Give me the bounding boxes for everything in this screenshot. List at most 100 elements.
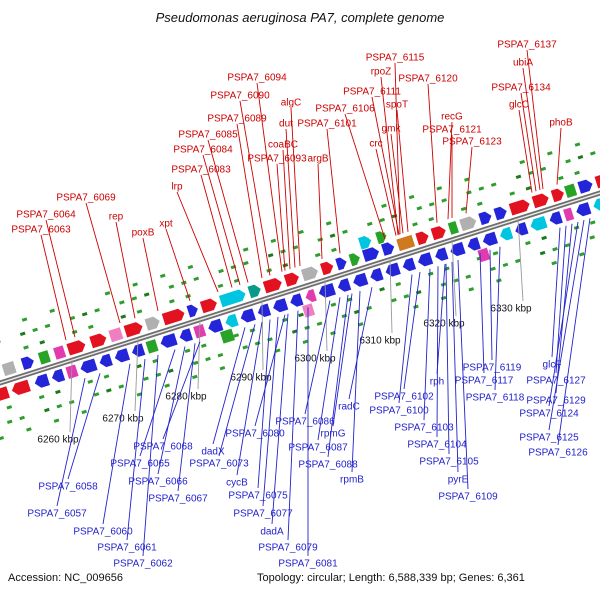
gene-arrow: [594, 174, 600, 189]
gene-label-bottom: pyrE: [448, 475, 469, 486]
gene-label-bottom: PSPA7_6104: [407, 440, 467, 451]
gene-leader-line-bottom: [494, 246, 501, 391]
gene-label-top: PSPA7_6106: [315, 104, 375, 115]
genome-marker-dot: [217, 352, 224, 358]
gene-leader-line-bottom: [317, 297, 341, 441]
gene-label-bottom: PSPA7_6127: [526, 376, 586, 387]
gene-arrow: [380, 242, 395, 256]
genome-marker-dot: [19, 331, 26, 336]
gene-leader-line-top: [465, 146, 473, 214]
genome-marker-dot: [316, 321, 323, 326]
gene-box: [564, 183, 578, 198]
genome-marker-dot: [6, 405, 13, 410]
genome-marker-dot: [26, 427, 32, 432]
genome-marker-dot: [131, 296, 138, 301]
genome-marker-dot: [444, 266, 450, 271]
gene-label-top: PSPA7_6115: [366, 53, 425, 64]
genome-marker-dot: [81, 312, 88, 317]
genome-marker-dot: [152, 358, 158, 364]
gene-arrow: [290, 293, 304, 307]
gene-arrow: [515, 222, 529, 236]
genome-marker-dot: [168, 284, 175, 289]
genome-marker-dot: [379, 217, 385, 223]
gene-label-bottom: PSPA7_6105: [419, 457, 479, 468]
genome-marker-dot: [19, 415, 25, 421]
gene-arrow: [179, 328, 193, 342]
gene-leader-line-top: [427, 83, 438, 223]
backbone-inner-line: [0, 177, 600, 390]
gene-arrow: [257, 303, 272, 318]
genome-marker-dot: [53, 418, 60, 423]
gene-leader-line-top: [526, 49, 544, 190]
gene-leader-line-top: [390, 133, 404, 234]
genome-marker-dot: [564, 243, 571, 248]
gene-label-bottom: PSPA7_6109: [438, 492, 498, 503]
genome-marker-dot: [539, 250, 546, 256]
genome-marker-dot: [546, 151, 553, 156]
gene-leader-line-bottom: [157, 346, 186, 475]
gene-arrow: [459, 216, 477, 232]
genome-marker-dot: [164, 383, 170, 388]
gene-arrow: [240, 308, 256, 323]
genome-marker-dot: [242, 247, 249, 252]
gene-leader-line-bottom: [403, 271, 421, 390]
gene-arrow: [262, 278, 282, 294]
genome-marker-dot: [515, 258, 521, 264]
gene-arrow: [530, 215, 548, 231]
gene-label-top: rep: [109, 212, 124, 223]
genome-marker-dot: [416, 206, 423, 211]
genome-marker-dot: [509, 191, 516, 196]
genome-marker-dot: [0, 435, 5, 441]
gene-label-top: PSPA7_6137: [497, 40, 557, 51]
gene-arrow: [482, 231, 499, 246]
accession-text: Accession: NC_009656: [8, 572, 123, 584]
genome-marker-dot: [118, 384, 125, 389]
gene-label-top: phoB: [549, 118, 573, 129]
genome-marker-dot: [267, 253, 274, 258]
genome-marker-dot: [23, 345, 29, 350]
genome-marker-dot: [38, 394, 45, 400]
gene-label-top: xpt: [159, 219, 173, 230]
gene-leader-line-top: [202, 154, 241, 286]
gene-leader-line-bottom: [254, 314, 286, 427]
genome-marker-dot: [412, 222, 418, 227]
gene-label-top: crc: [369, 139, 382, 150]
genome-marker-dot: [330, 302, 337, 307]
gene-leader-line-top: [375, 148, 397, 236]
genome-marker-dot: [87, 379, 94, 384]
gene-leader-line-top: [518, 109, 533, 193]
gene-leader-line-bottom: [56, 377, 86, 507]
gene-label-bottom: PSPA7_6088: [298, 460, 358, 471]
genome-marker-dot: [167, 368, 174, 374]
gene-leader-line-bottom: [102, 363, 131, 525]
gene-arrow: [576, 202, 592, 217]
gene-arrow: [300, 266, 318, 282]
scale-label: 6280 kbp: [165, 392, 207, 403]
genome-marker-dot: [441, 198, 447, 203]
gene-label-bottom: PSPA7_6057: [27, 509, 87, 520]
gene-label-top: PSPA7_6134: [491, 83, 551, 94]
gene-leader-line-top: [396, 109, 409, 232]
gene-label-top: PSPA7_6094: [227, 73, 287, 84]
gene-box: [301, 303, 316, 318]
scale-leader-line: [69, 360, 73, 433]
genome-marker-dot: [94, 308, 100, 313]
gene-leader-line-top: [285, 128, 296, 268]
gene-label-bottom: PSPA7_6062: [113, 559, 173, 570]
genome-marker-dot: [169, 299, 175, 304]
gene-box: [37, 350, 51, 365]
gene-label-bottom: PSPA7_6100: [369, 406, 429, 417]
gene-label-bottom: PSPA7_6065: [110, 459, 170, 470]
genome-marker-dot: [540, 166, 547, 172]
genome-marker-dot: [436, 186, 443, 191]
gene-label-bottom: PSPA7_6117: [455, 376, 514, 387]
gene-arrow: [123, 322, 143, 338]
genome-marker-dot: [6, 419, 13, 425]
gene-label-bottom: PSPA7_6067: [148, 494, 208, 505]
genome-marker-dot: [590, 151, 596, 156]
gene-leader-line-top: [380, 76, 399, 236]
genome-marker-dot: [136, 392, 143, 397]
genome-marker-dot: [492, 251, 499, 256]
